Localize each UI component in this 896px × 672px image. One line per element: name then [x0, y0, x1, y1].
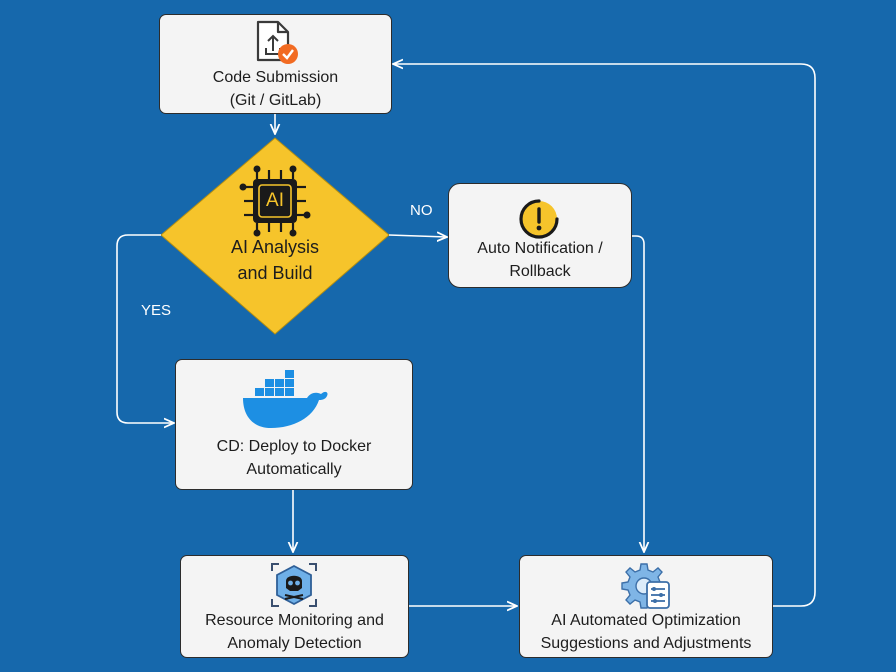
decision-diamond: [160, 137, 390, 335]
no-edge-label: NO: [410, 202, 433, 219]
code-submission-line1: Code Submission: [212, 69, 339, 86]
code-submission-node: Code Submission (Git / GitLab): [159, 14, 392, 114]
ai-chip-label: AI: [266, 190, 284, 211]
monitoring-skull-icon: [271, 563, 317, 607]
edge-optimization-to-submission: [393, 64, 816, 607]
notification-line2: Rollback: [509, 263, 571, 280]
optimization-line2: Suggestions and Adjustments: [540, 635, 752, 652]
ai-chip-icon: [239, 165, 311, 237]
yes-edge-label: YES: [141, 302, 172, 319]
deploy-line2: Automatically: [246, 461, 342, 478]
notification-line1: Auto Notification /: [477, 240, 603, 257]
optimization-node: AI Automated Optimization Suggestions an…: [519, 555, 773, 658]
monitoring-line2: Anomaly Detection: [227, 635, 362, 652]
monitoring-line1: Resource Monitoring and: [205, 612, 384, 629]
deploy-line1: CD: Deploy to Docker: [216, 438, 372, 455]
alert-circle-icon: [519, 199, 559, 239]
monitoring-node: Resource Monitoring and Anomaly Detectio…: [180, 555, 409, 658]
notification-node: Auto Notification / Rollback: [448, 183, 632, 288]
gear-settings-icon: [621, 563, 670, 609]
docker-whale-icon: [243, 370, 328, 428]
edge-notification-to-optimization: [632, 235, 644, 552]
ai-analysis-line2: and Build: [237, 263, 313, 283]
code-submission-line2: (Git / GitLab): [229, 92, 322, 109]
file-upload-check-icon: [256, 20, 298, 64]
edge-analysis-to-notification: [388, 235, 447, 237]
optimization-line1: AI Automated Optimization: [551, 612, 741, 629]
ai-analysis-label: AI Analysis and Build: [205, 234, 345, 286]
deploy-node: CD: Deploy to Docker Automatically: [175, 359, 413, 490]
edge-analysis-to-deploy: [116, 234, 174, 423]
ai-analysis-line1: AI Analysis: [230, 237, 320, 257]
